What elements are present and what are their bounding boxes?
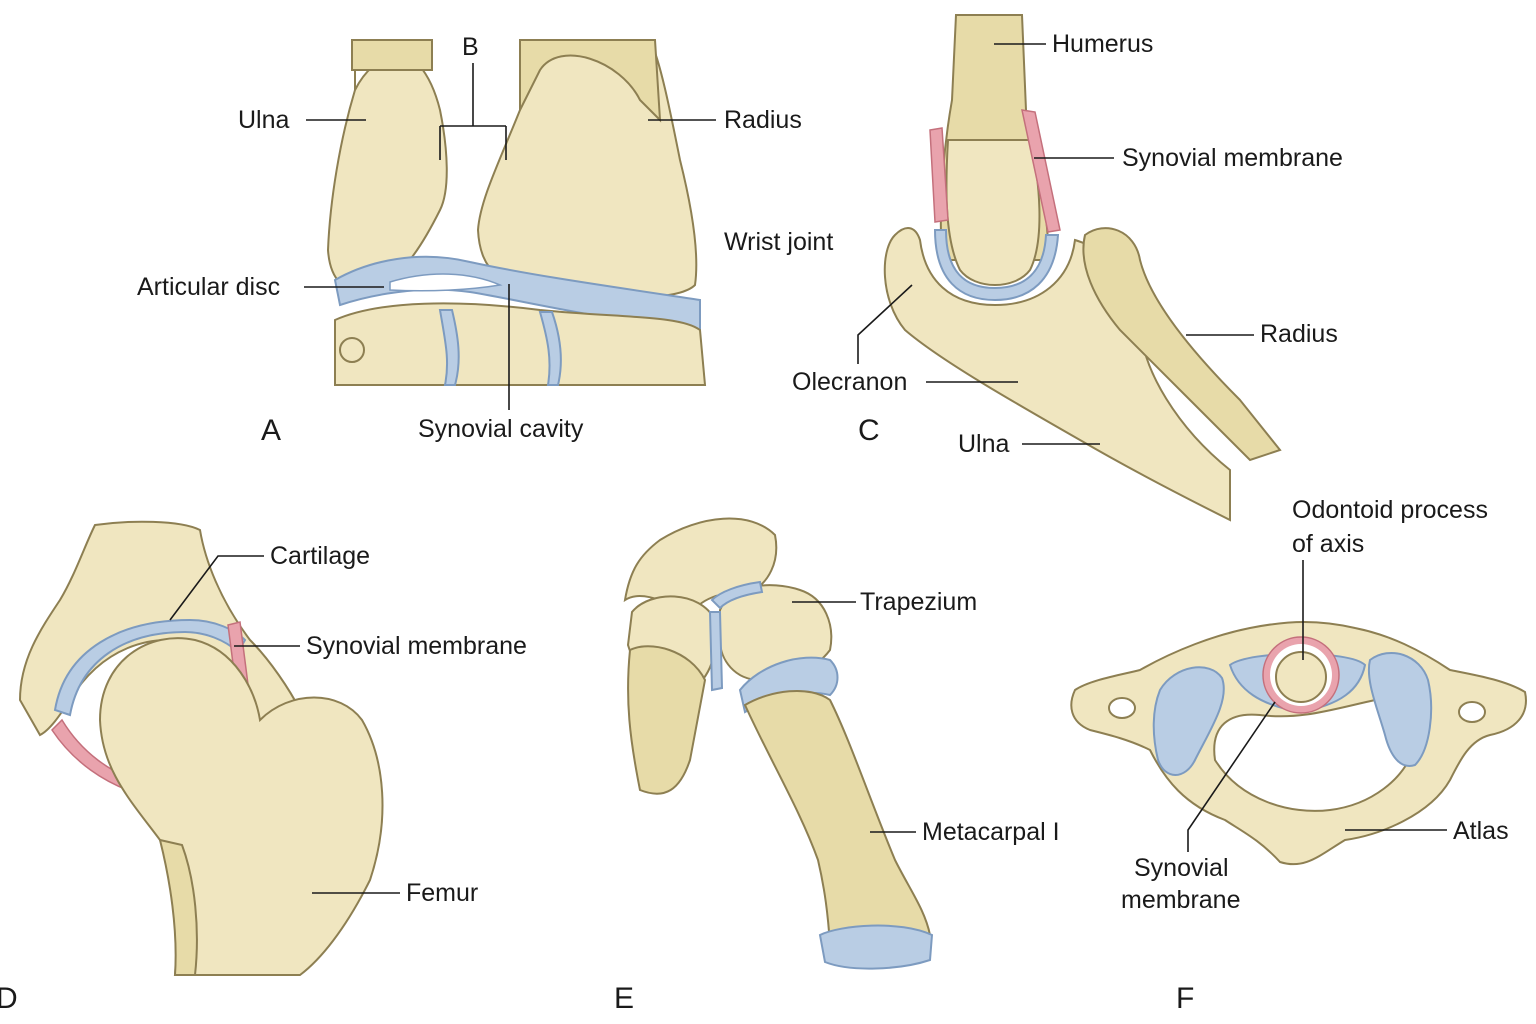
metacarpal-distal-cartilage [818,924,934,970]
leader-cartilage [169,555,264,621]
label-odontoid-line1: Odontoid process [1292,496,1488,524]
carpal-joint-lines [438,309,562,386]
leader-olecranon [857,284,1018,383]
radius-c [1082,227,1282,462]
elbow-synovial-left [929,127,949,223]
carpal-bones [334,302,707,386]
carpal-cartilage-e [708,580,764,692]
right-transverse-foramen [1458,701,1486,723]
panel-c-elbow [883,14,1282,522]
leader-b-bracket [439,63,507,160]
left-transverse-foramen [1108,697,1136,719]
label-synovial-line1: Synovial [1134,854,1229,882]
panel-letter-d: D [0,982,18,1015]
label-ulna-c: Ulna [958,430,1010,458]
pisiform [339,337,365,363]
humerus-trochlea [945,139,1041,286]
label-odontoid-line2: of axis [1292,530,1364,558]
label-radius-c: Radius [1260,320,1338,348]
metacarpal-i [743,689,932,947]
femur [98,637,384,976]
panel-letter-c: C [858,414,880,447]
radius-head [476,39,698,299]
odontoid-process [1275,651,1327,703]
panel-f-atlas [1070,621,1527,866]
label-metacarpal-i: Metacarpal I [922,818,1060,846]
label-humerus: Humerus [1052,30,1153,58]
panel-d-hip [18,520,384,976]
label-cartilage: Cartilage [270,542,370,570]
label-radius-a: Radius [724,106,802,134]
label-olecranon: Olecranon [792,368,907,396]
label-synovial-membrane-c: Synovial membrane [1122,144,1343,172]
panel-e-thumb [623,517,934,970]
synovial-cavity [389,273,503,292]
label-articular-disc: Articular disc [137,273,280,301]
panel-a-wrist [326,39,707,386]
second-metacarpal [627,645,707,795]
right-facet [1367,651,1433,767]
label-synovial-line2: membrane [1121,886,1241,914]
left-facet [1152,666,1225,776]
elbow-synovial-right [1021,109,1061,233]
label-synovial-cavity: Synovial cavity [418,415,584,443]
ulna-c [883,227,1231,522]
femur-shaft-edge [158,838,198,976]
label-synovial-membrane-d: Synovial membrane [306,632,527,660]
label-femur: Femur [406,879,478,907]
label-wrist-joint: Wrist joint [724,228,833,256]
label-atlas: Atlas [1453,817,1509,845]
ulna-head [326,40,448,292]
label-ulna-a: Ulna [238,106,290,134]
trapezium [719,584,833,682]
elbow-cartilage [933,229,1060,302]
panel-letter-e: E [614,982,634,1015]
label-b: B [462,33,479,61]
label-trapezium: Trapezium [860,588,977,616]
leader-synovial-f [1187,701,1276,852]
panel-letter-a: A [261,414,281,447]
radius-shaft [519,39,662,123]
panel-letter-f: F [1176,982,1194,1015]
ulna-shaft [351,39,433,71]
